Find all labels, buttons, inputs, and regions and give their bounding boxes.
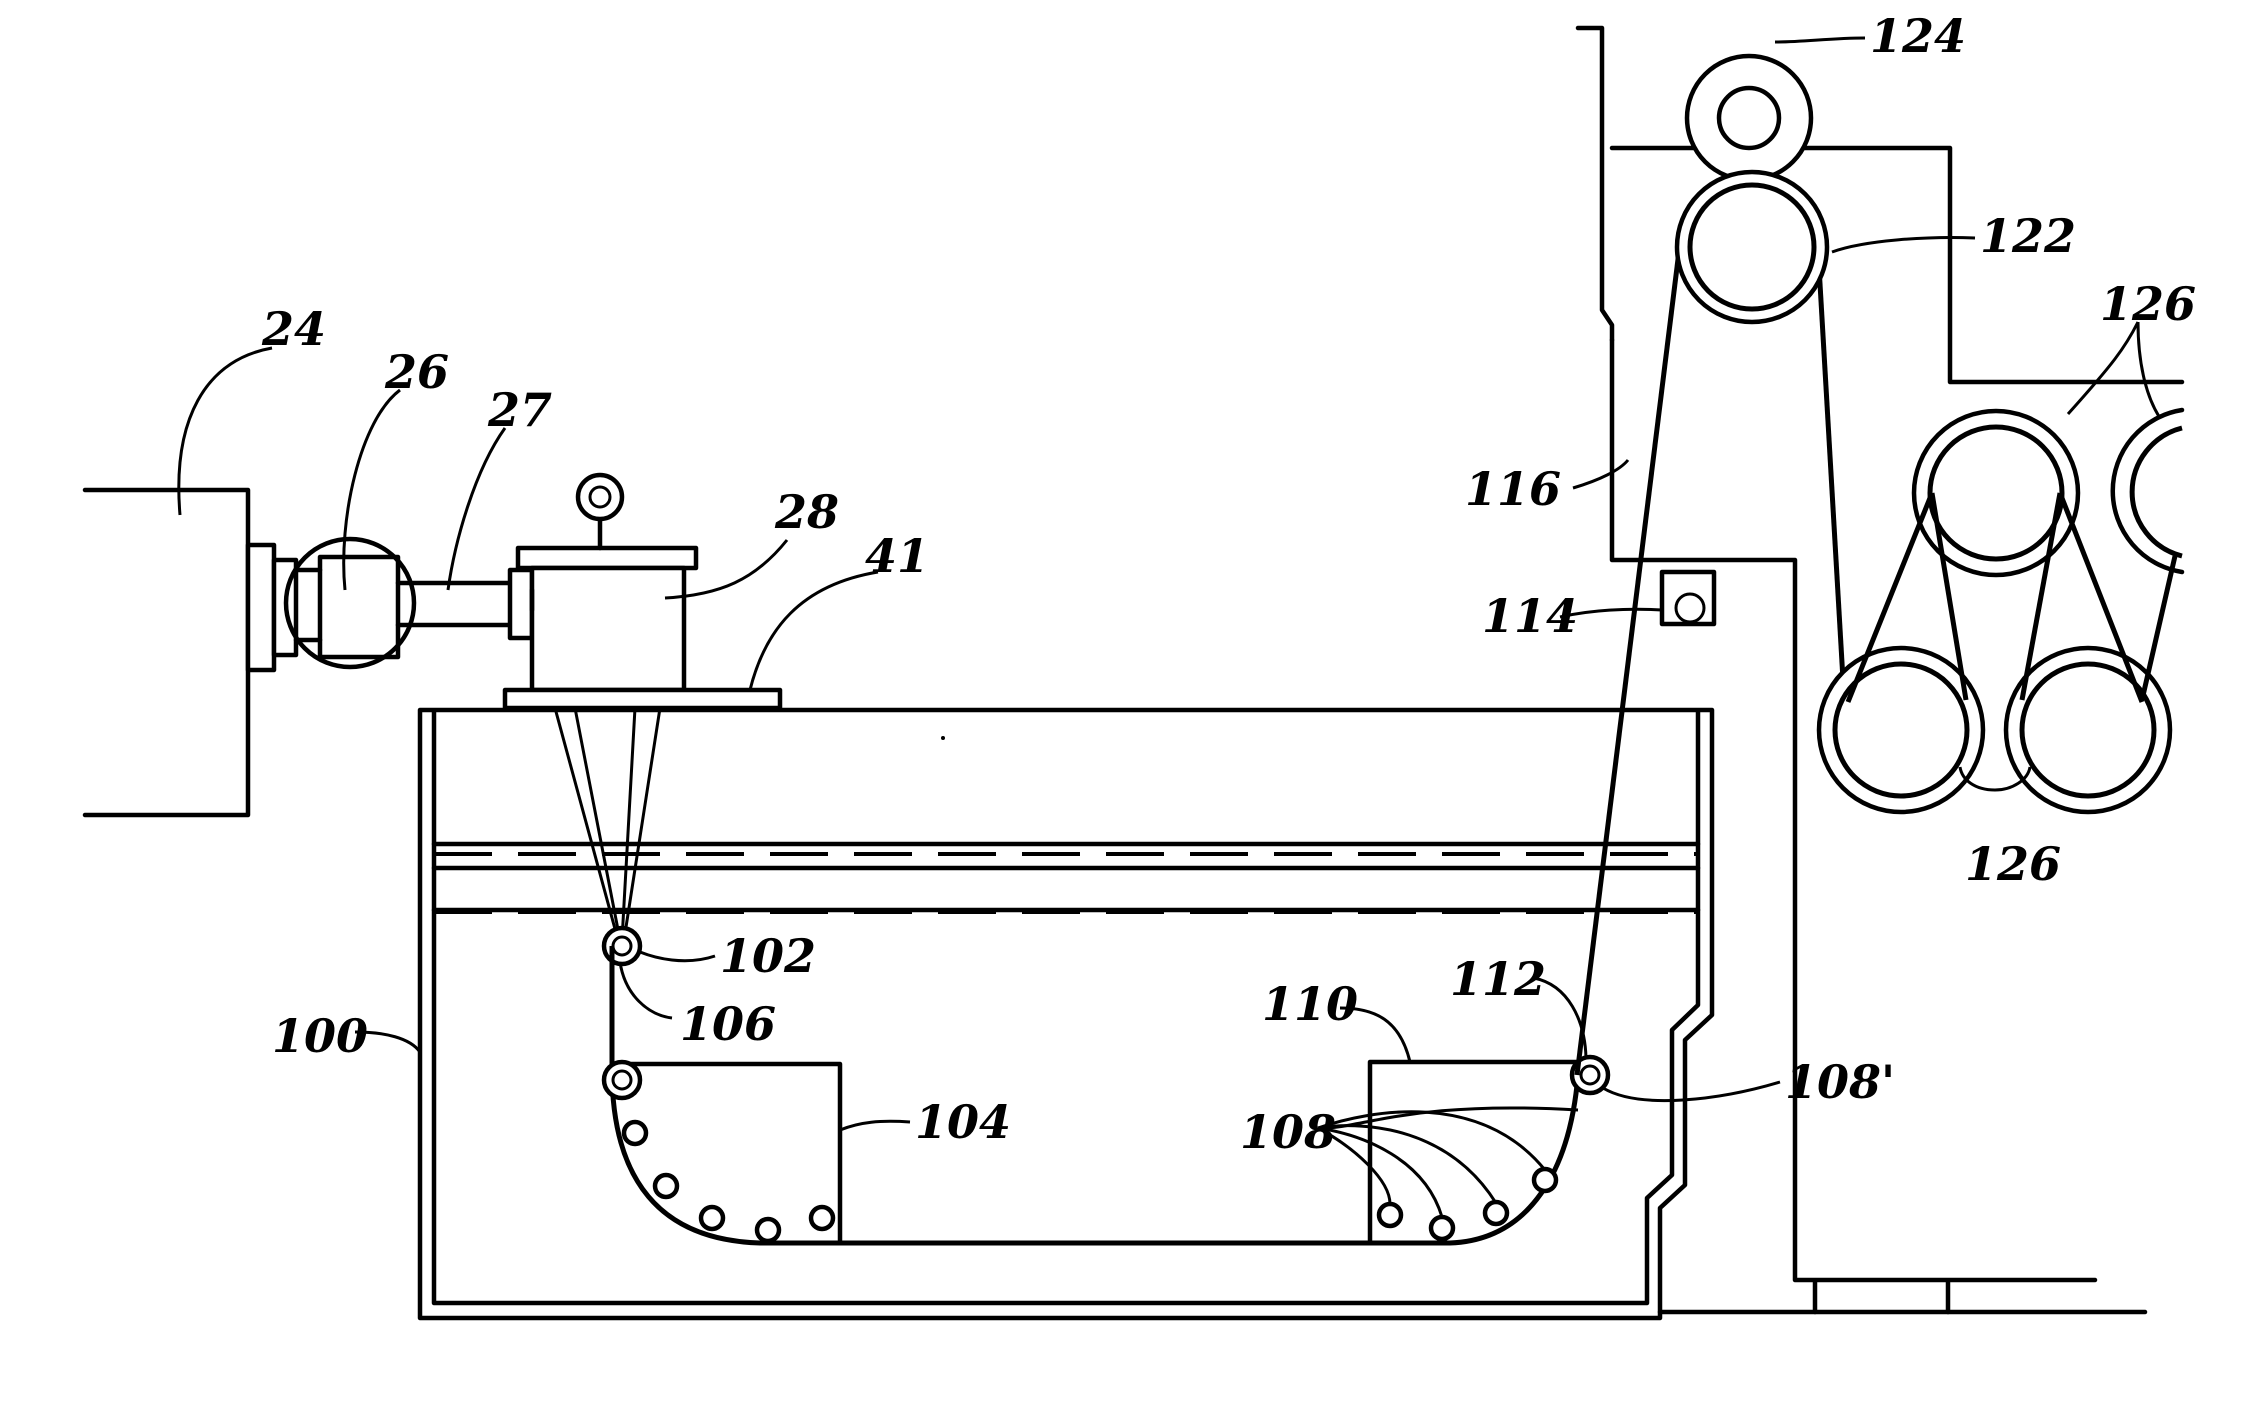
gearbox-28 [518, 475, 696, 690]
label-124: 124 [1870, 9, 1966, 63]
roller-104-top [604, 1062, 640, 1098]
label-126-top: 126 [2100, 277, 2196, 331]
roller-124 [1687, 56, 1811, 180]
label-100: 100 [272, 1009, 368, 1063]
label-106: 106 [680, 997, 776, 1051]
label-110: 110 [1262, 977, 1358, 1031]
coupling-26 [286, 539, 414, 667]
label-26: 26 [384, 345, 449, 399]
small-rollers-left [624, 1122, 833, 1241]
label-112: 112 [1450, 952, 1546, 1006]
roller-102 [604, 928, 640, 964]
shaft-27 [398, 570, 532, 638]
label-28: 28 [774, 485, 839, 539]
motor-24 [85, 490, 296, 815]
label-114: 114 [1482, 589, 1578, 643]
roller-122 [1677, 172, 1827, 322]
label-41: 41 [865, 529, 929, 583]
label-27: 27 [487, 383, 552, 437]
label-126-bottom: 126 [1965, 837, 2061, 891]
label-104: 104 [915, 1095, 1011, 1149]
guide-block-104 [625, 1064, 840, 1242]
yarn-lines [555, 708, 660, 940]
rollers-126 [1819, 410, 2182, 812]
small-rollers-108 [1379, 1169, 1556, 1239]
stray-dot [941, 736, 945, 740]
label-108-prime: 108' [1785, 1055, 1895, 1109]
label-108: 108 [1240, 1105, 1336, 1159]
leader-lines [179, 38, 2160, 1217]
label-24: 24 [261, 302, 326, 356]
mounting-plate-41 [505, 690, 780, 708]
label-116: 116 [1465, 462, 1561, 516]
sensor-114 [1662, 572, 1714, 624]
label-102: 102 [720, 929, 816, 983]
label-122: 122 [1980, 209, 2076, 263]
